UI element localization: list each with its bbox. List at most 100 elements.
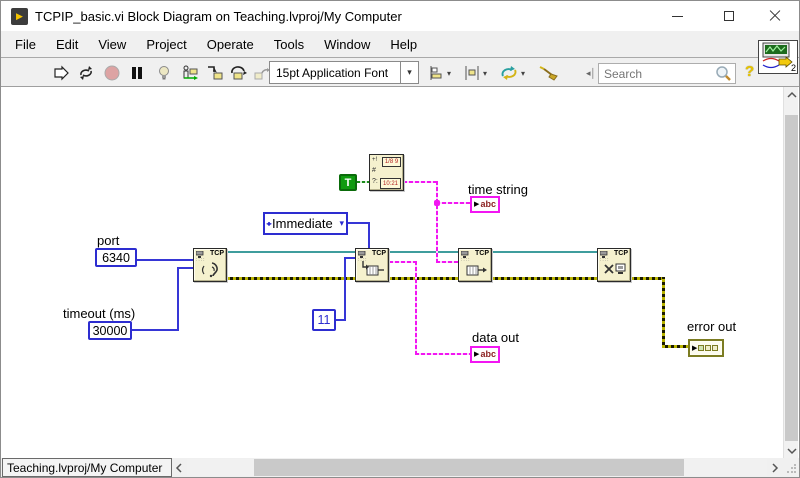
wire-dataout-v[interactable] xyxy=(415,261,417,355)
step-out-button[interactable] xyxy=(250,61,274,85)
abort-button[interactable] xyxy=(100,61,124,85)
tcp-open-connection-node[interactable]: TCP :::: xyxy=(193,248,227,282)
read-mode-enum[interactable]: ◂▸ Immediate ▾ xyxy=(263,212,348,235)
menu-item-edit[interactable]: Edit xyxy=(55,36,79,52)
port-control[interactable]: 6340 xyxy=(95,248,137,267)
time-string-indicator[interactable]: ▶ abc xyxy=(470,196,500,213)
datetime-hash-glyph: # xyxy=(372,167,376,174)
menu-item-file[interactable]: File xyxy=(15,36,36,52)
wire-bytes-h2[interactable] xyxy=(344,257,355,259)
search-box[interactable] xyxy=(598,63,736,84)
wire-error-read-write[interactable] xyxy=(389,277,459,280)
run-continuous-button[interactable] xyxy=(74,61,98,85)
wire-timeout-h1[interactable] xyxy=(132,329,179,331)
vi-icon[interactable]: 2 xyxy=(758,40,798,74)
enum-dropdown-icon[interactable]: ▾ xyxy=(339,218,344,228)
horizontal-scrollbar-thumb[interactable] xyxy=(254,459,684,476)
highlight-execution-button[interactable] xyxy=(152,61,176,85)
enum-increment-icon[interactable]: ◂▸ xyxy=(266,219,272,228)
menu-item-operate[interactable]: Operate xyxy=(206,36,254,52)
wire-error-write-close[interactable] xyxy=(492,277,598,280)
search-input[interactable] xyxy=(599,66,715,81)
wire-tcp-ref-write-close[interactable] xyxy=(492,251,598,253)
data-out-indicator[interactable]: ▶ abc xyxy=(470,346,500,363)
align-objects-button[interactable]: ▾ xyxy=(423,61,455,85)
scroll-down-icon[interactable] xyxy=(787,447,797,455)
wire-timestring-to-write[interactable] xyxy=(436,261,458,263)
vertical-scrollbar[interactable] xyxy=(783,87,798,458)
close-button[interactable] xyxy=(753,1,797,31)
wire-error-to-indicator[interactable] xyxy=(662,345,689,348)
retain-wire-values-button[interactable] xyxy=(178,61,202,85)
close-icon xyxy=(769,10,781,22)
error-cluster-cell xyxy=(705,345,712,351)
wire-timestring-branch[interactable] xyxy=(436,202,470,204)
error-out-indicator[interactable]: ▶ xyxy=(688,339,724,357)
data-out-label: data out xyxy=(472,330,519,345)
search-icon[interactable] xyxy=(715,65,732,82)
horizontal-scrollbar[interactable] xyxy=(187,459,767,476)
tcp-read-node[interactable]: TCP :::: xyxy=(355,248,389,282)
tcp-close-connection-node[interactable]: TCP :::: xyxy=(597,248,631,282)
run-button[interactable] xyxy=(49,61,73,85)
context-help-button[interactable]: ? xyxy=(745,63,755,80)
wire-timestring-v[interactable] xyxy=(436,181,438,263)
timeout-label: timeout (ms) xyxy=(63,306,136,321)
broom-icon xyxy=(539,66,558,81)
wire-error-vertical[interactable] xyxy=(662,277,665,348)
tcp-open-icon xyxy=(201,262,218,278)
wire-tcp-ref-read-write[interactable] xyxy=(389,251,459,253)
step-over-icon xyxy=(231,66,247,80)
wire-mode-v[interactable] xyxy=(368,222,370,248)
menu-item-project[interactable]: Project xyxy=(146,36,187,52)
font-selector-dropdown-icon[interactable]: ▾ xyxy=(400,62,418,83)
retain-wire-values-icon xyxy=(183,65,198,80)
clean-up-diagram-button[interactable] xyxy=(533,61,563,85)
run-continuous-icon xyxy=(80,66,92,80)
menu-item-view[interactable]: View xyxy=(98,36,127,52)
wire-junction-dot[interactable] xyxy=(434,200,440,206)
wire-dataout-h2[interactable] xyxy=(415,353,471,355)
tcp-write-node[interactable]: TCP :::: xyxy=(458,248,492,282)
maximize-button[interactable] xyxy=(707,1,751,31)
block-diagram-canvas[interactable] xyxy=(2,87,783,458)
wire-port[interactable] xyxy=(137,259,193,261)
execution-target-box[interactable]: Teaching.lvproj/My Computer xyxy=(2,458,172,477)
menu-item-tools[interactable]: Tools xyxy=(273,36,305,52)
wire-mode-h[interactable] xyxy=(347,222,370,224)
wire-boolean[interactable] xyxy=(357,181,369,183)
resize-objects-button[interactable]: ▾ xyxy=(495,61,529,85)
wire-bytes-v[interactable] xyxy=(344,257,346,321)
timeout-control[interactable]: 30000 xyxy=(88,321,132,340)
vi-badge-count: 2 xyxy=(790,63,796,73)
step-into-button[interactable] xyxy=(203,61,227,85)
wire-timeout-h2[interactable] xyxy=(177,267,193,269)
toolbar-collapse-icon[interactable]: ◂│ xyxy=(586,67,597,78)
resize-grip[interactable] xyxy=(786,464,796,474)
scroll-right-icon[interactable] xyxy=(771,463,779,473)
wire-timeout-v[interactable] xyxy=(177,267,179,331)
pause-button[interactable] xyxy=(125,61,149,85)
vertical-scrollbar-thumb[interactable] xyxy=(785,115,798,441)
get-datetime-string-node[interactable]: +! # ?: 1/8 9 10:21 xyxy=(369,154,404,191)
wire-error-close-out[interactable] xyxy=(631,277,665,280)
wire-error-open-read[interactable] xyxy=(227,277,356,280)
wire-bytes-h1[interactable] xyxy=(336,319,346,321)
scroll-left-icon[interactable] xyxy=(175,463,183,473)
tcp-read-icon xyxy=(362,261,384,276)
menu-item-help[interactable]: Help xyxy=(390,36,418,52)
node-header-label: TCP xyxy=(614,250,628,257)
font-selector[interactable]: 15pt Application Font ▾ xyxy=(269,61,419,84)
wire-dataout-h1[interactable] xyxy=(389,261,417,263)
menu-item-window[interactable]: Window xyxy=(324,36,371,52)
scroll-up-icon[interactable] xyxy=(787,91,797,99)
distribute-objects-button[interactable]: ▾ xyxy=(459,61,491,85)
error-cluster-cell xyxy=(712,345,719,351)
bytes-to-read-constant[interactable]: 11 xyxy=(312,309,336,331)
true-constant-value: T xyxy=(344,176,352,189)
step-over-button[interactable] xyxy=(227,61,251,85)
wire-timestring-h1[interactable] xyxy=(403,181,438,183)
minimize-button[interactable] xyxy=(655,1,699,31)
wire-tcp-ref-open-read[interactable] xyxy=(227,251,356,253)
true-constant[interactable]: T xyxy=(339,174,357,191)
